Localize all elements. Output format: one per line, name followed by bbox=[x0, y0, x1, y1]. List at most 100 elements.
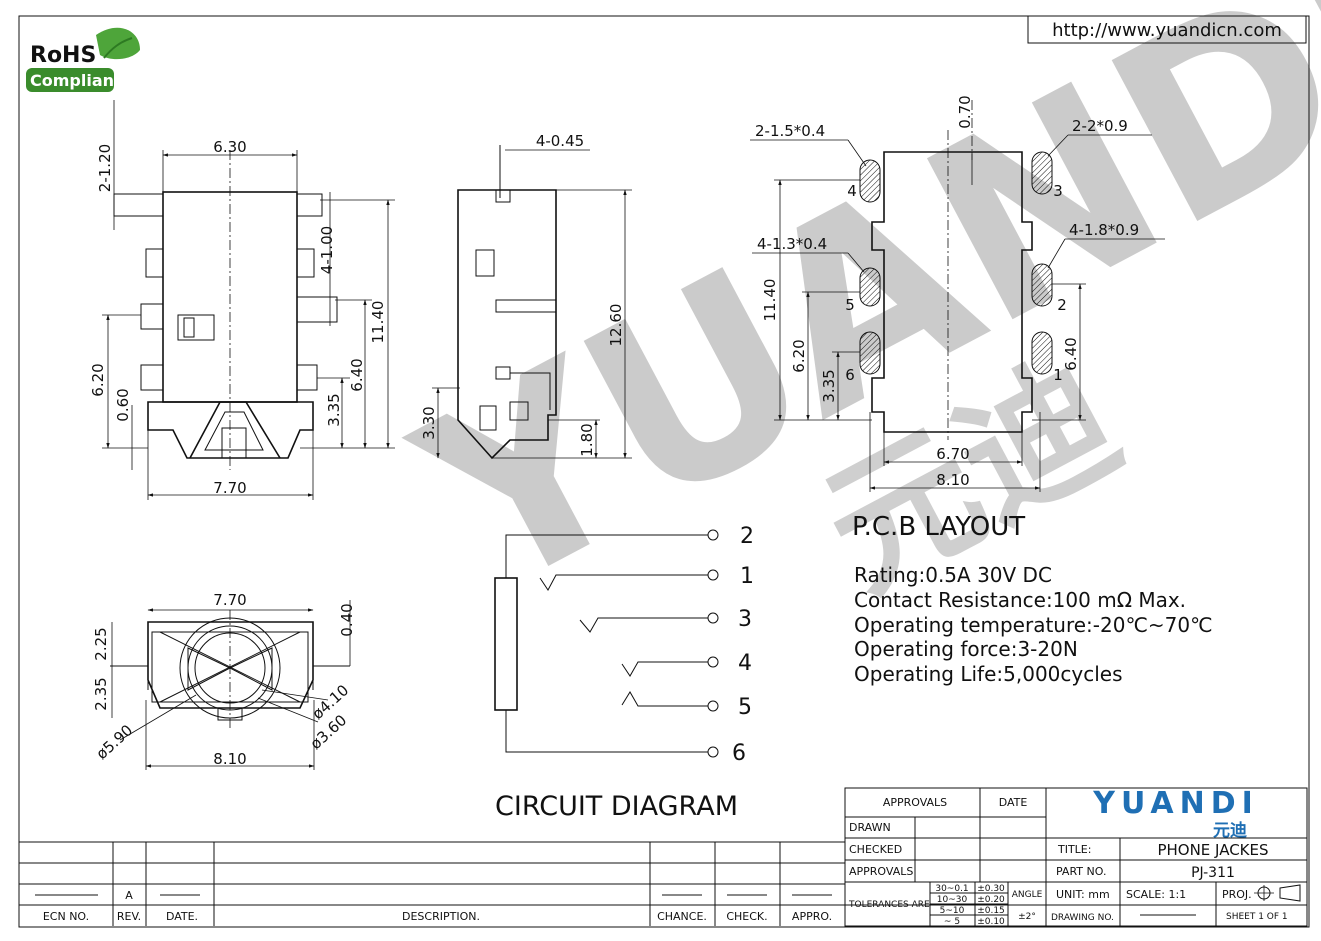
tb-label: DRAWING NO. bbox=[1051, 913, 1114, 923]
pcb-layout: 4 3 5 2 6 1 2-1.5*0.4 2-2*0.9 4-1.3*0.4 … bbox=[750, 95, 1165, 542]
tb-label: PROJ. bbox=[1222, 888, 1252, 901]
dim-text: ø5.90 bbox=[93, 721, 137, 763]
rev-header: CHECK. bbox=[726, 910, 767, 923]
dim-text: 8.10 bbox=[936, 471, 969, 489]
tb-label: CHECKED bbox=[849, 843, 902, 856]
pcb-pad-4 bbox=[859, 159, 881, 203]
tb-label: UNIT: mm bbox=[1056, 888, 1110, 901]
specifications: Rating:0.5A 30V DC Contact Resistance:10… bbox=[854, 563, 1213, 686]
pad-label: 2-1.5*0.4 bbox=[755, 122, 825, 140]
tol-value: ±0.15 bbox=[977, 906, 1005, 916]
tb-label: TOLERANCES ARE bbox=[848, 900, 930, 910]
pin-number: 2 bbox=[1057, 296, 1067, 314]
dim-text: 3.30 bbox=[420, 406, 438, 439]
rev-header: DATE. bbox=[166, 910, 198, 923]
dim-text: 6.20 bbox=[790, 339, 808, 372]
dim-text: 0.70 bbox=[956, 95, 974, 128]
url-header[interactable]: http://www.yuandicn.com bbox=[1027, 15, 1307, 44]
front-pin bbox=[113, 193, 164, 217]
sheet-border bbox=[18, 15, 1310, 928]
rev-header: APPRO. bbox=[792, 910, 832, 923]
tb-label: SHEET 1 OF 1 bbox=[1226, 912, 1288, 922]
leaf-icon bbox=[96, 27, 140, 60]
tol-value: ±0.20 bbox=[977, 895, 1005, 905]
pad-label: 2-2*0.9 bbox=[1072, 117, 1128, 135]
pin-number: 4 bbox=[847, 182, 857, 200]
tb-label: PART NO. bbox=[1056, 865, 1106, 878]
circuit-title: CIRCUIT DIAGRAM bbox=[495, 791, 738, 822]
rohs-badge bbox=[26, 68, 114, 92]
front-base bbox=[147, 401, 314, 459]
tb-label: SCALE: 1:1 bbox=[1126, 888, 1186, 901]
rohs-text: RoHS bbox=[30, 43, 96, 68]
pad-label: 4-1.8*0.9 bbox=[1069, 221, 1139, 239]
circuit-diagram: 2 1 3 4 5 6 CIRCUIT DIAGRAM bbox=[494, 524, 754, 822]
rev-header: CHANCE. bbox=[657, 910, 707, 923]
dim-text: 12.60 bbox=[607, 304, 625, 347]
dim-text: 6.40 bbox=[1062, 337, 1080, 370]
dim-text: 8.10 bbox=[213, 750, 246, 768]
dim-text: 4-0.45 bbox=[536, 132, 584, 150]
pin-number: 5 bbox=[845, 296, 855, 314]
dim-text: 1.80 bbox=[578, 423, 596, 456]
tb-label: APPROVALS bbox=[883, 796, 947, 809]
dim-text: 3.35 bbox=[325, 393, 343, 426]
dim-text: 4-1.00 bbox=[318, 226, 336, 274]
spec-line: Operating Life:5,000cycles bbox=[854, 662, 1123, 686]
dim-text: 0.40 bbox=[338, 603, 356, 636]
pcb-pad-2 bbox=[1031, 263, 1053, 307]
dim-text: 2-1.20 bbox=[96, 144, 114, 192]
spec-line: Operating force:3-20N bbox=[854, 637, 1078, 661]
tol-range: 30~0.1 bbox=[935, 884, 968, 894]
dim-text: 11.40 bbox=[369, 301, 387, 344]
pin-number: 6 bbox=[845, 366, 855, 384]
pin-number: 1 bbox=[1053, 366, 1063, 384]
dim-text: 3.35 bbox=[820, 369, 838, 402]
brand-logo: YUANDI bbox=[1092, 786, 1259, 821]
watermark: YUANDI 元迪 bbox=[378, 0, 1321, 651]
tb-value: ±2° bbox=[1018, 912, 1036, 922]
front-view: 6.30 2-1.20 4-1.00 11.40 6.40 3.35 6.20 … bbox=[89, 100, 395, 500]
pcb-title: P.C.B LAYOUT bbox=[852, 512, 1025, 542]
brand-logo-cn: 元迪 bbox=[1213, 820, 1247, 841]
pcb-pad-1 bbox=[1031, 331, 1053, 375]
tb-label: TITLE: bbox=[1057, 843, 1091, 856]
tol-range: 5~10 bbox=[940, 906, 965, 916]
circuit-pin: 2 bbox=[740, 524, 754, 549]
rev-header: DESCRIPTION. bbox=[402, 910, 480, 923]
tb-label: DRAWN bbox=[849, 821, 891, 834]
dim-text: 7.70 bbox=[213, 479, 246, 497]
dim-text: 6.30 bbox=[213, 138, 246, 156]
pin-number: 3 bbox=[1053, 182, 1063, 200]
url-text[interactable]: http://www.yuandicn.com bbox=[1052, 20, 1282, 41]
pcb-pad-6 bbox=[859, 331, 881, 375]
circuit-pin: 4 bbox=[738, 651, 752, 676]
title-block: APPROVALS DATE DRAWN CHECKED APPROVALS T… bbox=[844, 786, 1308, 927]
rev-value: A bbox=[125, 889, 133, 902]
side-body bbox=[457, 189, 557, 460]
side-view: 4-0.45 12.60 3.30 1.80 bbox=[420, 132, 632, 460]
tb-label: ANGLE bbox=[1012, 890, 1043, 900]
spec-line: Rating:0.5A 30V DC bbox=[854, 563, 1052, 587]
dim-text: ø3.60 bbox=[307, 711, 351, 753]
tb-label: DATE bbox=[999, 796, 1028, 809]
dim-text: 6.40 bbox=[348, 358, 366, 391]
revision-block: A ECN NO. REV. DATE. DESCRIPTION. CHANCE… bbox=[19, 841, 845, 926]
circuit-pin: 3 bbox=[738, 607, 752, 632]
circuit-pin: 5 bbox=[738, 695, 752, 720]
tol-range: ~ 5 bbox=[944, 917, 960, 927]
spec-line: Operating temperature:-20℃~70℃ bbox=[854, 613, 1213, 637]
rev-header: REV. bbox=[117, 910, 141, 923]
dim-text: 2.25 bbox=[92, 627, 110, 660]
compliant-text: Compliant bbox=[30, 71, 122, 90]
dim-text: 6.70 bbox=[936, 445, 969, 463]
pcb-pad-5 bbox=[859, 267, 881, 307]
tb-label: APPROVALS bbox=[849, 865, 913, 878]
dim-text: 6.20 bbox=[89, 363, 107, 396]
circuit-pin: 1 bbox=[740, 564, 754, 589]
pad-label: 4-1.3*0.4 bbox=[757, 235, 827, 253]
dim-text: ø4.10 bbox=[309, 681, 353, 723]
circuit-pin: 6 bbox=[732, 741, 746, 766]
rohs-logo: RoHS Compliant bbox=[26, 27, 140, 96]
